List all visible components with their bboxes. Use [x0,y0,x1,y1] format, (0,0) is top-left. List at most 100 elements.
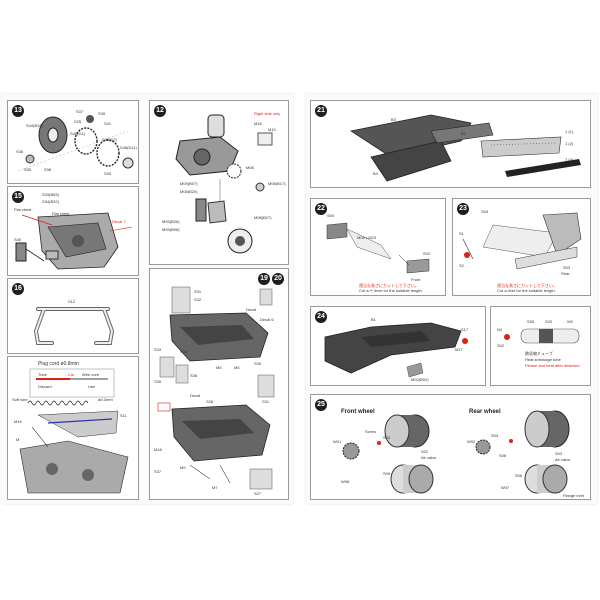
part-label: B2 [461,131,466,136]
part-label: M16 [254,121,262,126]
decal-label: Decal 7 [112,219,126,224]
note-jp: 適当な長さにカットして下さい。 [359,283,419,288]
rear-label: Rear [561,271,570,276]
part-label: 1 (1) [565,129,574,134]
part-label: M [16,437,20,442]
part-label: M08(B20) [180,189,198,194]
step-25-panel: 25 Front wheel Rear wheel W01 S03 Screw [310,394,591,500]
plug-cord-title: Plug cord ø0.8mm [38,361,79,367]
part-label: 7 (3) [565,157,574,162]
part-label: S31 [194,289,202,294]
step-21-badge: 21 [315,105,327,117]
step-12-drawing [175,114,273,254]
decal-label: Decal [190,393,201,398]
step-24-badge: 24 [315,311,327,323]
part-label: S36 [190,373,198,378]
part-label: S46(D11) [120,145,137,150]
part-label: S02 [497,343,505,348]
part-label: S04 [327,213,335,218]
part-label: M08(B17) [268,181,286,186]
front-wheel-title: Front wheel [341,409,375,415]
part-label: M09(B26) [162,219,180,224]
part-label: S02 [423,251,431,256]
part-label: S30 [254,361,262,366]
part-label: S41 [104,121,112,126]
part-label: S1 [459,231,464,236]
part-label: S40 [14,237,22,242]
discard-label: Discard [38,384,52,389]
note-red: Please and heat after attached [525,363,580,368]
part-label: S03 [383,435,391,440]
part-label: S33 [154,347,162,352]
step-17-drawing [19,368,129,494]
step-20-badge: 20 [272,273,284,285]
part-label: M17 [455,347,463,352]
part-label: W08 [341,479,350,484]
part-label: S25 [74,119,82,124]
part-label: S40(D1) [70,131,85,136]
part-label: S11 [120,413,127,418]
part-label: S06 [499,453,507,458]
rear-wheel-title: Rear wheel [469,409,501,415]
step-13-drawing [17,115,134,172]
note-en: Heat shrinkage tube [525,357,561,362]
note-en: Cut a rivet for the suitable length. [497,288,556,293]
part-label: S09 [383,471,391,476]
part-label: S43 [104,171,112,176]
step-16-badge: 16 [12,283,24,295]
part-label: S12 [68,299,76,304]
part-label: M7 [212,485,218,490]
part-label: M04 r M23 [357,235,377,240]
heat-shrink-drawing [504,328,580,344]
part-label: S31 [262,399,270,404]
part-label: S32 [194,297,202,302]
step-16-panel: 16 S12 [7,278,139,354]
step-12-panel: 12 Right side only M16 M10 M08 M09(B07) … [149,100,289,265]
part-label: W07 [501,485,510,490]
part-label: S04 [481,209,489,214]
part-label: S28 [206,399,214,404]
soft-wire-size: ø0.3mm [98,397,113,402]
part-label: S34(B32) [42,199,59,204]
part-label: S03 [563,265,571,270]
use-label: Use [88,384,96,389]
step-19-20-drawing [157,286,275,490]
part-label: Air valve [421,455,437,460]
step-17-panel: Plug cord ø0.8mm Tube Cut Wire core Disc… [7,356,139,500]
part-label: S38 [44,167,52,172]
step-15-drawing [15,212,133,270]
part-label: S27 [254,491,262,496]
part-label: M6 [234,365,240,370]
part-label: S35 [24,167,32,172]
part-label: M02(B02) [411,377,429,382]
step-22-badge: 22 [315,203,327,215]
tube-label: Tube [38,372,47,377]
step-15-panel: 15 S33(B53) S34(B32) Flat chest Flat che… [7,186,139,276]
part-label: S20 [545,319,553,324]
step-15-badge: 15 [12,191,24,203]
soft-wire-label: Soft wire [12,397,28,402]
part-label: Screw [365,429,377,434]
part-label: B4 [373,171,378,176]
part-label: M10 [268,127,276,132]
step-22-panel: 22 S04 M04 r M23 S02 Front 適当な長さにカットして下さ… [310,198,446,296]
step-25-badge: 25 [315,399,327,411]
part-label: M09(B07) [180,181,198,186]
part-label: W02 [467,439,476,444]
step-12-badge: 12 [154,105,166,117]
decal-label: Decal 6 [260,317,274,322]
note-jp: 適当な長さにカットして下さい。 [497,283,557,288]
wire-core-label: Wire core [82,372,100,377]
part-label: S2 [459,263,464,268]
step-24-panel: 24 B1 S17 M17 M02(B02) [310,306,486,386]
part-label: S39 [98,111,106,116]
instruction-page-right: 21 B3 B2 B4 1 (1) 1 (2) 7 (3) 22 S04 M04… [306,94,597,504]
part-label: B1 [371,317,376,322]
part-label: Flat chest [14,207,32,212]
step-13-badge: 13 [12,105,24,117]
part-label: S37 [76,109,84,114]
part-label: M16 [14,419,22,424]
step-21-drawing [349,114,581,182]
part-label: S36 [16,149,24,154]
part-label: N1 [497,327,503,332]
